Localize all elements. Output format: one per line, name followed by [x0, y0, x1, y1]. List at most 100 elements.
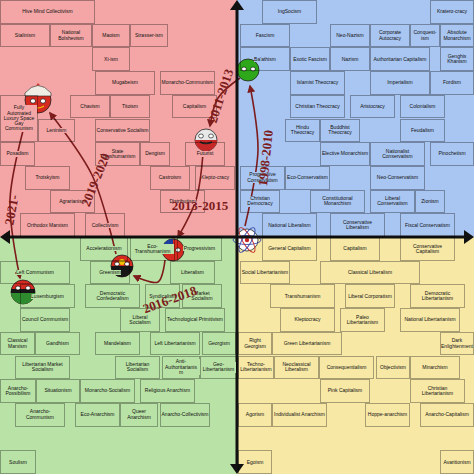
ideology-cell: Christian Libertarianism: [410, 379, 465, 403]
ideology-name: Kleptocracy: [294, 317, 321, 322]
ideology-name: Luxemburgism: [31, 294, 65, 299]
ideology-name: Avaritionism: [443, 460, 471, 465]
ideology-cell: Democratic Confederalism: [85, 284, 140, 308]
ideology-cell: Christian Theocracy: [290, 95, 345, 119]
ideology-cell: Imperialism: [370, 71, 430, 95]
ideology-name: Neo-Nazism: [336, 33, 365, 38]
ideology-cell: National Bolshevism: [50, 24, 92, 48]
ideology-name: Klepto-cracy: [201, 175, 230, 180]
ideology-cell: Genghis Khanism: [440, 47, 474, 71]
ideology-name: Libertarian Market Socialism: [16, 362, 69, 373]
ideology-name: Aristocracy: [360, 104, 386, 109]
ideology-cell: Anarcho-Collectivism: [160, 403, 210, 427]
ideology-name: Green Libertarianism: [283, 341, 331, 346]
ideology-name: Exotic Fascism: [293, 57, 328, 62]
ideology-name: Pink Capitalism: [327, 388, 362, 393]
ideology-cell: Anarcho-Capitalism: [420, 403, 474, 427]
ideology-cell: Stalinism: [0, 24, 50, 48]
ideology-name: Hindu Theocracy: [286, 125, 319, 136]
ideology-name: National Bolshevism: [51, 30, 91, 41]
ideology-name: Religious Anarchism: [144, 388, 190, 393]
ideology-cell: Monarcho-Communism: [160, 71, 215, 95]
ideology-name: Greenism: [99, 270, 122, 275]
ideology-cell: Anarcho-Possibilism: [0, 379, 36, 403]
ideology-name: Monarcho-Socialism: [84, 388, 130, 393]
ideology-cell: Greenism: [90, 261, 130, 285]
ideology-name: Anarcho-Capitalism: [425, 412, 470, 417]
axis-arrowhead: [230, 464, 244, 474]
ideology-name: Futurist: [196, 151, 214, 156]
ideology-name: Classical Marxism: [1, 338, 34, 349]
ideology-name: Conservative Socialism: [96, 128, 149, 133]
ideology-name: Maoism: [102, 33, 121, 38]
ideology-cell: Mugabeism: [95, 71, 155, 95]
ideology-name: Mugabeism: [112, 80, 139, 85]
ideology-name: Left Libertarianism: [154, 341, 196, 346]
ideology-name: Fordism: [442, 80, 461, 85]
ideology-cell: Islamist Theocracy: [290, 71, 345, 95]
ideology-name: Council Communism: [21, 317, 68, 322]
ideology-name: Progressivism: [183, 246, 215, 251]
ideology-cell: Religious Anarchism: [140, 379, 195, 403]
ideology-cell: Classical Marxism: [0, 332, 35, 356]
ideology-cell: Liberal Conservatism: [370, 190, 415, 214]
auth-right-quadrant: [237, 0, 474, 237]
ideology-name: Nationalist Conservatism: [371, 149, 424, 160]
auth-left-quadrant: [0, 0, 237, 237]
ideology-name: Hive Mind Collectivism: [22, 9, 73, 14]
ideology-cell: Progressivism: [177, 237, 222, 261]
ideology-cell: Fully Automated Luxury Space Gay Communi…: [0, 95, 38, 142]
ideology-cell: Individualist Anarchism: [272, 403, 327, 427]
ideology-cell: Maoism: [92, 24, 130, 48]
ideology-cell: Capitalism: [330, 237, 380, 261]
ideology-cell: Monarcho-Socialism: [80, 379, 135, 403]
ideology-cell: Situationism: [36, 379, 80, 403]
ideology-name: Christian Theocracy: [295, 104, 340, 109]
ideology-cell: Kleptocracy: [280, 308, 335, 332]
ideology-name: Zionism: [421, 199, 440, 204]
ideology-name: Liberal Socialism: [121, 315, 159, 326]
ideology-name: Individualist Anarchism: [274, 412, 326, 417]
ideology-cell: Egoism: [238, 450, 272, 474]
ideology-name: Posadism: [6, 151, 29, 156]
ideology-cell: Neo-Nazism: [330, 24, 370, 48]
ideology-name: Elective Monarchism: [321, 151, 368, 156]
ideology-name: Accelerationism: [86, 246, 122, 251]
ideology-cell: Geo-Libertarianism: [200, 356, 237, 380]
ideology-cell: Trotskyism: [25, 166, 70, 190]
ideology-name: Strasser-ism: [134, 33, 163, 38]
ideology-name: Conservative Capitalism: [401, 244, 454, 255]
ideology-name: Georgism: [208, 341, 231, 346]
ideology-name: Soulism: [9, 460, 28, 465]
ideology-name: Feudalism: [410, 128, 434, 133]
ideology-name: Christian Libertarianism: [411, 386, 464, 397]
axis-arrowhead: [464, 230, 474, 244]
ideology-name: Neoclassical Liberalism: [275, 362, 318, 373]
social-axis: [236, 8, 239, 466]
ideology-name: Collectivism: [91, 223, 119, 228]
ideology-cell: Technological Primitivism: [165, 308, 225, 332]
ideology-name: Corporate Autocracy: [371, 30, 409, 41]
ideology-cell: Green Libertarianism: [272, 332, 342, 356]
ideology-name: Christian Democracy: [241, 196, 279, 207]
ideology-name: Genghis Khanism: [441, 54, 473, 65]
period-label: 2013-2015: [172, 198, 228, 214]
ideology-name: Neo-Conservatism: [376, 175, 418, 180]
ideology-cell: Colonialism: [400, 95, 445, 119]
ideology-name: Conservative Liberalism: [331, 220, 384, 231]
ideology-name: Leninism: [46, 128, 67, 133]
ideology-cell: Aristocracy: [350, 95, 395, 119]
ideology-cell: Council Communism: [20, 308, 70, 332]
ideology-cell: Eco-Conservatism: [285, 166, 330, 190]
ideology-name: Paleo Libertarianism: [341, 315, 384, 326]
ideology-name: Eco-Anarchism: [80, 412, 115, 417]
ideology-cell: Futurist: [185, 142, 225, 166]
ideology-cell: Libertarian Socialism: [115, 356, 160, 380]
ideology-name: Liberalism: [181, 270, 205, 275]
ideology-cell: Christian Democracy: [240, 190, 280, 214]
ideology-cell: Xi-ism: [92, 47, 130, 71]
ideology-name: Right Georgism: [239, 338, 271, 349]
ideology-cell: Luxemburgism: [20, 284, 75, 308]
ideology-cell: Democratic Libertarianism: [410, 284, 465, 308]
ideology-cell: Objectivism: [376, 356, 410, 380]
